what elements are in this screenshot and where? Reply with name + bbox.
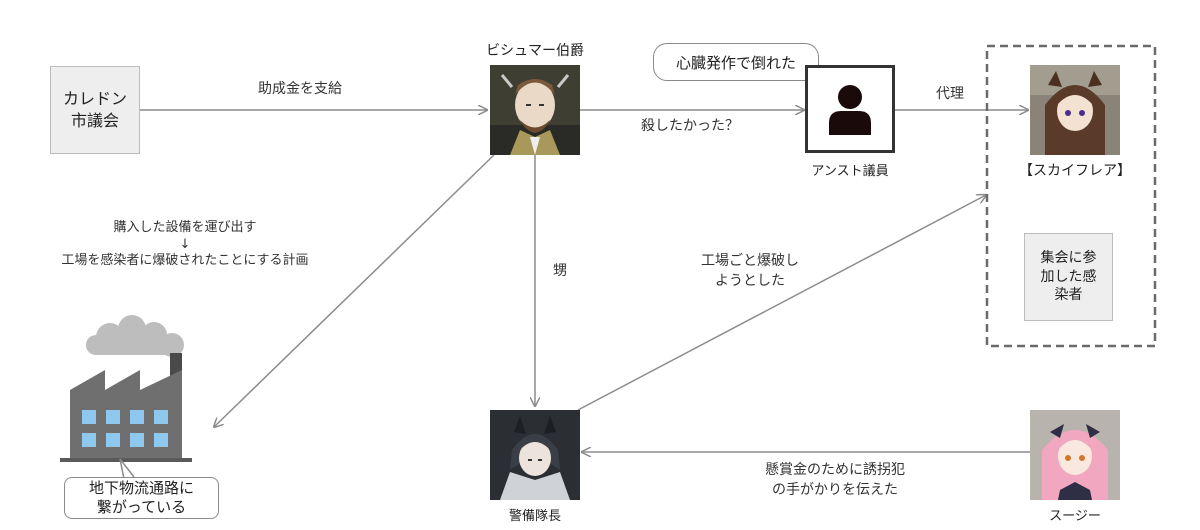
plan-down-arrow: ↓ bbox=[179, 236, 191, 252]
anst-node bbox=[805, 65, 895, 153]
arrow-blow-up bbox=[577, 195, 986, 411]
edge-label-proxy: 代理 bbox=[936, 86, 964, 102]
factory-note-bubble: 地下物流通路に 繋がっている bbox=[64, 477, 219, 519]
calden-council-node: カレドン 市議会 bbox=[50, 66, 140, 154]
factory-icon bbox=[60, 315, 192, 462]
infected-group-frame bbox=[985, 44, 1157, 348]
person-silhouette-icon bbox=[829, 85, 871, 135]
anst-label: アンスト議員 bbox=[811, 164, 889, 179]
edge-label-nephew: 甥 bbox=[553, 263, 567, 279]
infected-attendees-node: 集会に参 加した感 染者 bbox=[1024, 233, 1113, 321]
bismarck-label: ビシュマー伯爵 bbox=[486, 43, 584, 59]
plan-line-1: 購入した設備を運び出す bbox=[113, 220, 257, 235]
skyfire-label: 【スカイフレア】 bbox=[1019, 163, 1131, 179]
edge-label-subsidy: 助成金を支給 bbox=[258, 81, 342, 97]
edge-label-kill-question: 殺したかった？ bbox=[641, 118, 739, 134]
anst-speech-bubble: 心臓発作で倒れた bbox=[653, 43, 819, 81]
suzy-portrait bbox=[1030, 410, 1120, 500]
guard-captain-portrait bbox=[490, 410, 580, 500]
plan-line-2: 工場を感染者に爆破されたことにする計画 bbox=[61, 253, 309, 269]
edge-label-blow-up: 工場ごと爆破し ようとした bbox=[701, 253, 799, 290]
cloud-smoke-icon bbox=[86, 315, 184, 357]
bismarck-portrait bbox=[490, 65, 580, 155]
skyfire-portrait bbox=[1030, 65, 1120, 155]
edge-label-bounty: 懸賞金のために誘拐犯 の手がかりを伝えた bbox=[765, 462, 905, 499]
arrow-plan bbox=[214, 154, 495, 427]
edge-label-plan: 購入した設備を運び出す ↓ 工場を感染者に爆破されたことにする計画 bbox=[35, 219, 335, 271]
factory-note-tail bbox=[119, 458, 135, 480]
suzy-label: スージー bbox=[1049, 509, 1101, 524]
guard-captain-label: 警備隊長 bbox=[508, 509, 561, 524]
